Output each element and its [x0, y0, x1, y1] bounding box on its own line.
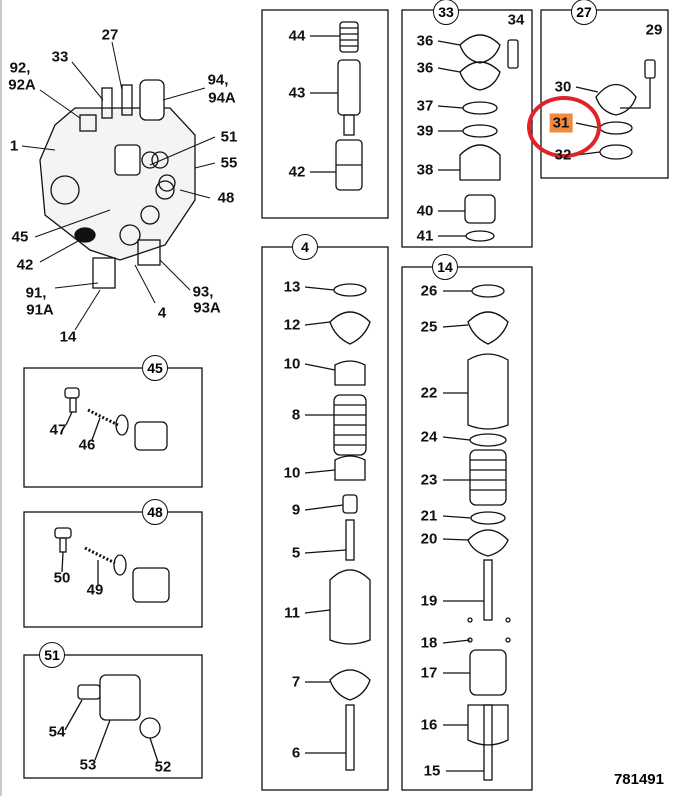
highlight-circle: [527, 96, 601, 158]
label-26: 26: [420, 282, 438, 300]
label-18: 18: [420, 634, 438, 652]
label-4: 4: [157, 304, 167, 322]
label-45: 45: [11, 228, 29, 246]
label-31-highlighted[interactable]: 31: [549, 113, 573, 133]
label-14: 14: [59, 328, 77, 346]
callout-14: 14: [432, 254, 458, 280]
valve-body: [39, 79, 196, 289]
label-5: 5: [291, 544, 301, 562]
box-4-parts: [304, 283, 371, 771]
spool-parts: [310, 21, 363, 191]
label-94: 94,: [207, 71, 229, 89]
label-50: 50: [53, 569, 71, 587]
label-22: 22: [420, 384, 438, 402]
label-19: 19: [420, 592, 438, 610]
label-91a: 91A: [26, 301, 54, 319]
box-4-frame: [261, 246, 389, 791]
label-32: 32: [554, 146, 572, 164]
label-23: 23: [420, 471, 438, 489]
box-48-frame: [23, 511, 203, 628]
box-51-frame: [23, 654, 203, 779]
label-46: 46: [78, 436, 96, 454]
label-43: 43: [288, 84, 306, 102]
label-8: 8: [291, 406, 301, 424]
label-36: 36: [416, 32, 434, 50]
box-27-frame: [540, 9, 669, 179]
label-36: 36: [416, 59, 434, 77]
label-40: 40: [416, 202, 434, 220]
label-94a: 94A: [208, 89, 236, 107]
label-15: 15: [423, 762, 441, 780]
label-47: 47: [49, 421, 67, 439]
label-11: 11: [284, 604, 300, 622]
label-53: 53: [79, 756, 97, 774]
label-16: 16: [420, 716, 438, 734]
label-42: 42: [288, 163, 306, 181]
label-39: 39: [416, 122, 434, 140]
label-25: 25: [420, 318, 438, 336]
label-49: 49: [86, 581, 104, 599]
callout-51: 51: [39, 642, 65, 668]
box-51-parts: [64, 674, 161, 763]
label-44: 44: [288, 27, 306, 45]
box-14-frame: [401, 266, 533, 791]
label-92a: 92A: [8, 76, 36, 94]
label-93a: 93A: [193, 299, 221, 317]
callout-33: 33: [433, 0, 459, 25]
label-9: 9: [291, 501, 301, 519]
label-48: 48: [217, 189, 235, 207]
callout-4: 4: [292, 234, 318, 260]
label-42: 42: [16, 256, 34, 274]
box-14-parts: [442, 284, 511, 781]
label-10: 10: [283, 355, 301, 373]
callout-48: 48: [142, 499, 168, 525]
label-13: 13: [283, 278, 301, 296]
label-1: 1: [9, 137, 19, 155]
label-93: 93,: [192, 283, 214, 301]
label-20: 20: [420, 530, 438, 548]
label-7: 7: [291, 673, 301, 691]
label-30: 30: [554, 78, 572, 96]
label-33: 33: [51, 48, 69, 66]
label-27: 27: [101, 26, 119, 44]
box-48-parts: [54, 527, 170, 603]
callout-45: 45: [142, 355, 168, 381]
box-33-parts: [437, 34, 519, 242]
label-92: 92,: [9, 59, 31, 77]
label-91: 91,: [25, 284, 47, 302]
box-45-frame: [23, 367, 203, 488]
box-spool-frame: [261, 9, 389, 219]
box-45-parts: [64, 387, 168, 451]
label-55: 55: [220, 154, 238, 172]
label-51: 51: [220, 128, 238, 146]
label-6: 6: [291, 744, 301, 762]
label-21: 21: [420, 507, 438, 525]
label-29: 29: [645, 21, 663, 39]
label-41: 41: [416, 227, 434, 245]
label-54: 54: [48, 723, 66, 741]
label-38: 38: [416, 161, 434, 179]
label-52: 52: [154, 758, 172, 776]
callout-27: 27: [571, 0, 597, 25]
label-37: 37: [416, 97, 434, 115]
label-10: 10: [283, 464, 301, 482]
label-17: 17: [420, 664, 438, 682]
reference-number: 781491: [613, 771, 664, 788]
label-12: 12: [283, 316, 301, 334]
label-34: 34: [507, 11, 525, 29]
label-24: 24: [420, 428, 438, 446]
